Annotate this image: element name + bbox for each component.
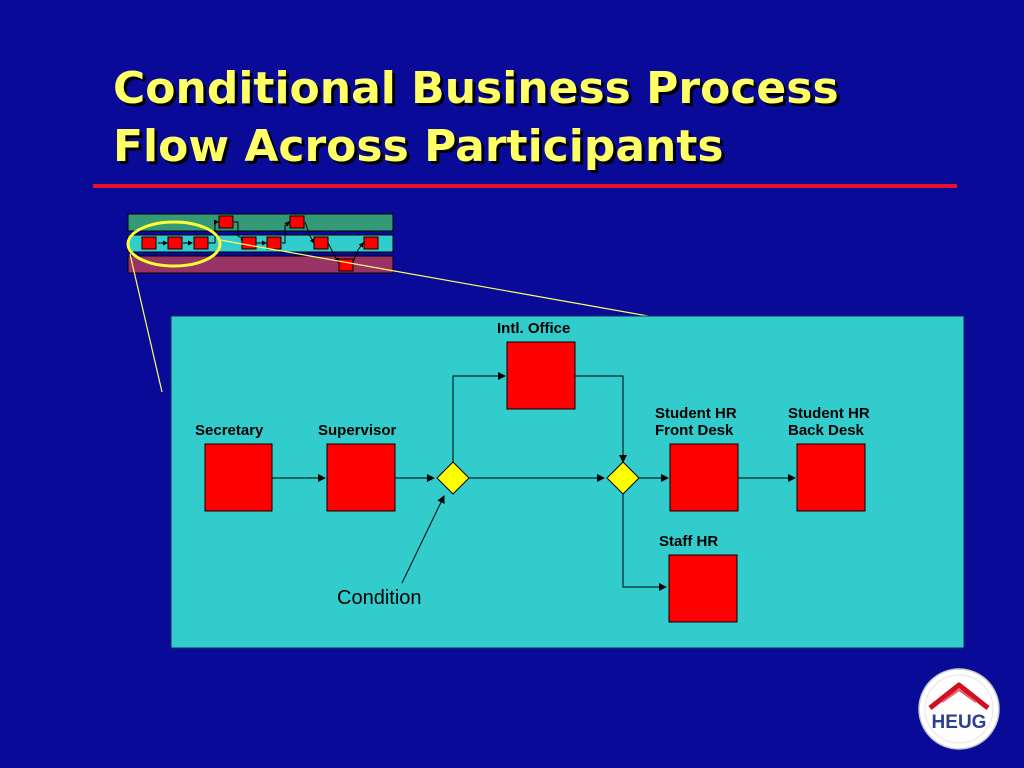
- label-secretary: Secretary: [195, 422, 264, 439]
- decision-diamond-1: [436, 461, 470, 495]
- label-student-hr-front-line2: Front Desk: [655, 422, 734, 439]
- thumbnail-task: [167, 236, 183, 250]
- decision-diamond-2: [606, 461, 640, 495]
- zoom-line-right: [219, 239, 649, 317]
- task-supervisor: [326, 443, 396, 512]
- condition-label: Condition: [337, 587, 422, 609]
- condition-pointer: [401, 495, 445, 584]
- task-staff-hr: [668, 554, 738, 623]
- thumbnail-task: [241, 236, 257, 250]
- thumbnail-task: [289, 215, 305, 229]
- heug-logo: HEUG: [918, 668, 1000, 750]
- logo-badge-icon: [918, 668, 1000, 750]
- label-intl-office: Intl. Office: [497, 320, 570, 337]
- slide-title: Conditional Business Process Flow Across…: [113, 60, 839, 176]
- flow-connectors: [272, 372, 796, 591]
- zoom-line-left: [129, 253, 163, 393]
- thumbnail-overview: [126, 213, 394, 274]
- label-supervisor: Supervisor: [318, 422, 397, 439]
- thumbnail-task: [338, 258, 354, 272]
- thumbnail-task: [218, 215, 234, 229]
- logo-text: HEUG: [931, 712, 987, 733]
- label-student-hr-back-line2: Back Desk: [788, 422, 865, 439]
- thumbnail-task: [363, 236, 379, 250]
- task-student-hr-back-desk: [796, 443, 866, 512]
- thumbnail-task: [266, 236, 282, 250]
- label-student-hr-back-line1: Student HR: [788, 405, 870, 422]
- thumbnail-task: [141, 236, 157, 250]
- task-secretary: [204, 443, 273, 512]
- label-student-hr-front-line1: Student HR: [655, 405, 737, 422]
- thumbnail-lane-1: [127, 213, 394, 232]
- zoom-highlight-ellipse: [126, 220, 222, 268]
- thumbnail-task: [193, 236, 209, 250]
- task-student-hr-front-desk: [669, 443, 739, 512]
- title-underline: [93, 184, 957, 188]
- task-intl-office: [506, 341, 576, 410]
- label-staff-hr: Staff HR: [659, 533, 718, 550]
- thumbnail-lane-3: [127, 255, 394, 274]
- title-line-1: Conditional Business Process: [113, 63, 839, 114]
- title-line-2: Flow Across Participants: [113, 121, 724, 172]
- thumbnail-task: [313, 236, 329, 250]
